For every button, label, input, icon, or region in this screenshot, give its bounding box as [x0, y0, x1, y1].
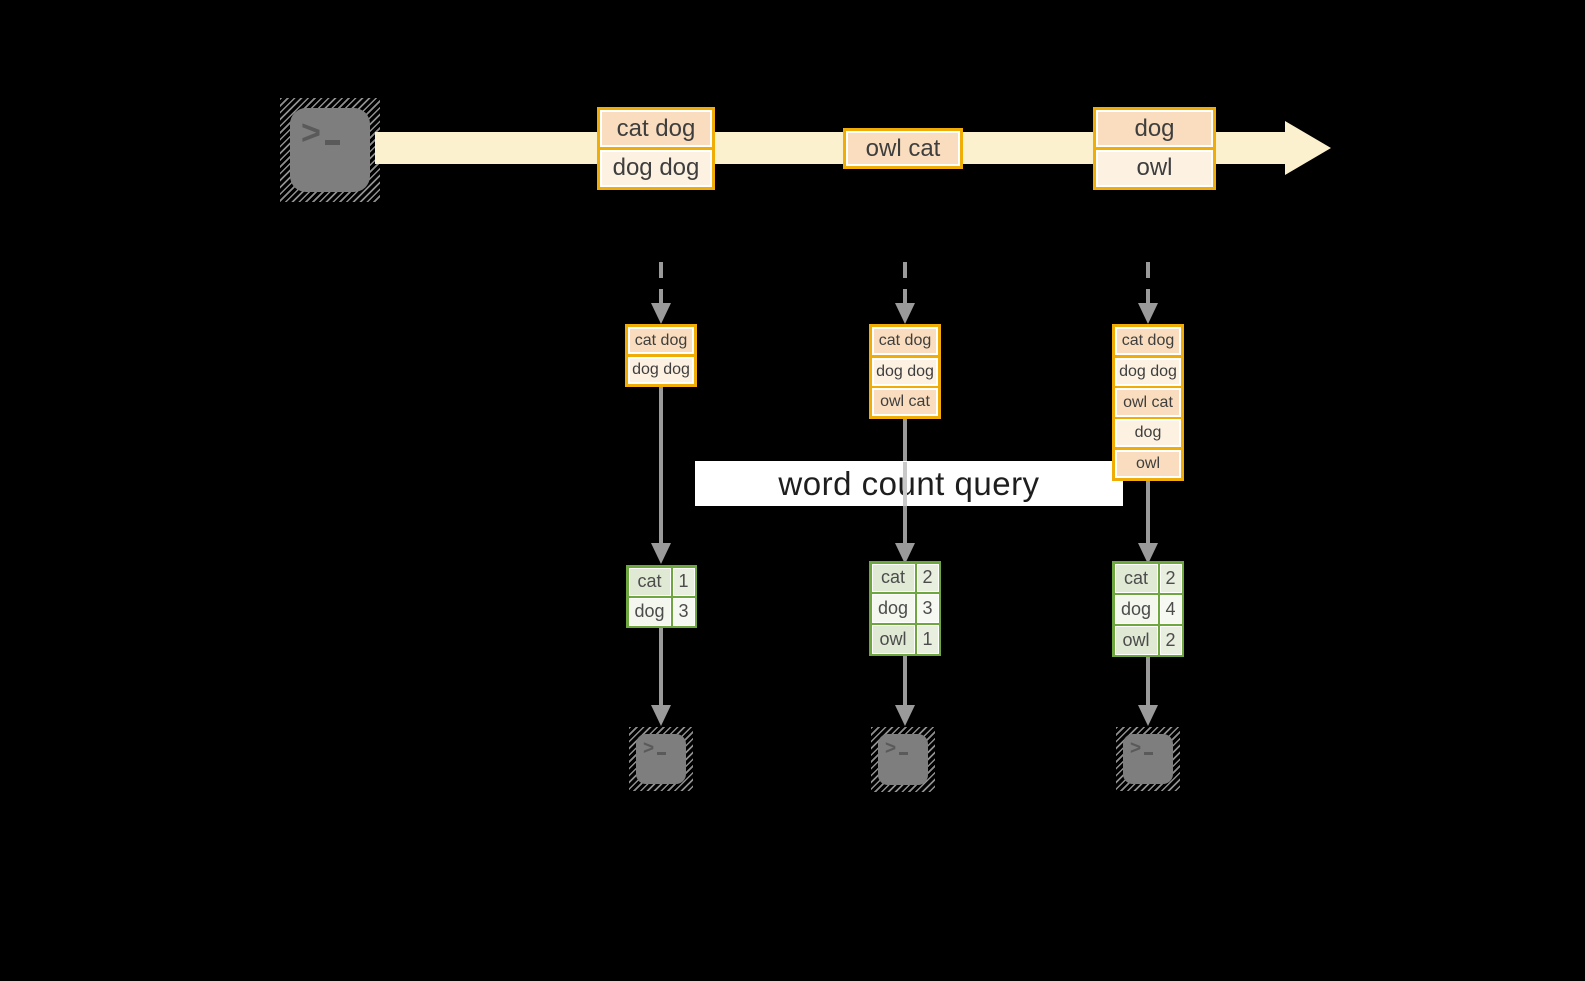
query-banner: word count query [695, 461, 1123, 506]
count-table-2: cat 2 dog 3 owl 1 [869, 561, 941, 656]
terminal-screen: > [878, 734, 928, 785]
terminal-output-icon: > [629, 727, 693, 791]
arrow-line [1146, 657, 1150, 705]
count-cell: 1 [672, 567, 695, 596]
prompt-underscore-icon [324, 140, 340, 145]
record-cell: cat dog [600, 110, 712, 148]
record-cell: owl cat [1115, 388, 1181, 417]
record-cell: dog [1115, 419, 1181, 448]
table-row: cat 2 [1114, 563, 1182, 593]
terminal-screen: > [636, 734, 686, 784]
arrowhead-icon [895, 543, 915, 564]
terminal-screen: > [290, 108, 370, 192]
word-cell: cat [871, 563, 915, 593]
stream-timeline-arrowhead-icon [1285, 121, 1331, 175]
arrowhead-icon [651, 303, 671, 324]
record-cell: owl cat [872, 388, 938, 416]
record-cell: dog dog [600, 149, 712, 187]
record-cell: dog [1096, 110, 1213, 148]
word-cell: dog [628, 597, 671, 626]
input-stack-2: cat dog dog dog owl cat [869, 324, 941, 419]
record-cell: owl cat [846, 131, 960, 166]
record-cell: cat dog [1115, 327, 1181, 356]
word-cell: dog [1114, 594, 1158, 624]
terminal-source-icon: > [280, 98, 380, 202]
table-row: dog 3 [871, 594, 939, 623]
table-row: owl 1 [871, 624, 939, 654]
stream-batch-2: owl cat [843, 128, 963, 169]
record-cell: cat dog [872, 327, 938, 355]
arrow-line [659, 387, 663, 543]
prompt-chevron-icon: > [301, 114, 321, 152]
word-cell: owl [871, 624, 915, 654]
record-cell: dog dog [872, 357, 938, 386]
query-banner-label: word count query [778, 464, 1040, 502]
count-cell: 2 [1159, 625, 1182, 655]
record-cell: cat dog [628, 327, 694, 355]
count-cell: 4 [1159, 594, 1182, 624]
arrow-line [903, 656, 907, 705]
table-row: cat 1 [628, 567, 695, 596]
input-stack-3: cat dog dog dog owl cat dog owl [1112, 324, 1184, 481]
prompt-underscore-icon [899, 752, 909, 755]
dashed-arrow-line [1146, 262, 1150, 304]
terminal-output-icon: > [871, 727, 935, 792]
arrowhead-icon [1138, 543, 1158, 564]
prompt-chevron-icon: > [885, 738, 897, 759]
word-cell: dog [871, 594, 915, 623]
arrowhead-icon [1138, 705, 1158, 726]
dashed-arrow-line [903, 262, 907, 304]
word-cell: owl [1114, 625, 1158, 655]
count-table-3: cat 2 dog 4 owl 2 [1112, 561, 1184, 657]
arrowhead-icon [895, 303, 915, 324]
stream-batch-3: dog owl [1093, 107, 1216, 190]
input-stack-1: cat dog dog dog [625, 324, 697, 387]
arrow-line [659, 628, 663, 705]
prompt-underscore-icon [657, 752, 667, 755]
count-cell: 3 [916, 594, 939, 623]
count-cell: 2 [916, 563, 939, 593]
arrowhead-icon [895, 705, 915, 726]
count-cell: 2 [1159, 563, 1182, 593]
prompt-underscore-icon [1144, 752, 1154, 755]
table-row: dog 3 [628, 597, 695, 626]
record-cell: dog dog [628, 356, 694, 384]
arrowhead-icon [1138, 303, 1158, 324]
table-row: dog 4 [1114, 594, 1182, 624]
dashed-arrow-line [659, 262, 663, 304]
record-cell: owl [1096, 149, 1213, 187]
count-table-1: cat 1 dog 3 [626, 565, 697, 628]
table-row: owl 2 [1114, 625, 1182, 655]
count-cell: 1 [916, 624, 939, 654]
word-cell: cat [1114, 563, 1158, 593]
terminal-screen: > [1123, 734, 1173, 784]
prompt-chevron-icon: > [643, 738, 655, 759]
count-cell: 3 [672, 597, 695, 626]
record-cell: dog dog [1115, 357, 1181, 386]
stream-batch-1: cat dog dog dog [597, 107, 715, 190]
arrow-line-over-banner [903, 462, 907, 506]
terminal-output-icon: > [1116, 727, 1180, 791]
table-row: cat 2 [871, 563, 939, 593]
arrowhead-icon [651, 705, 671, 726]
record-cell: owl [1115, 449, 1181, 479]
arrow-line [1146, 481, 1150, 543]
arrowhead-icon [651, 543, 671, 564]
prompt-chevron-icon: > [1130, 738, 1142, 759]
word-cell: cat [628, 567, 671, 596]
